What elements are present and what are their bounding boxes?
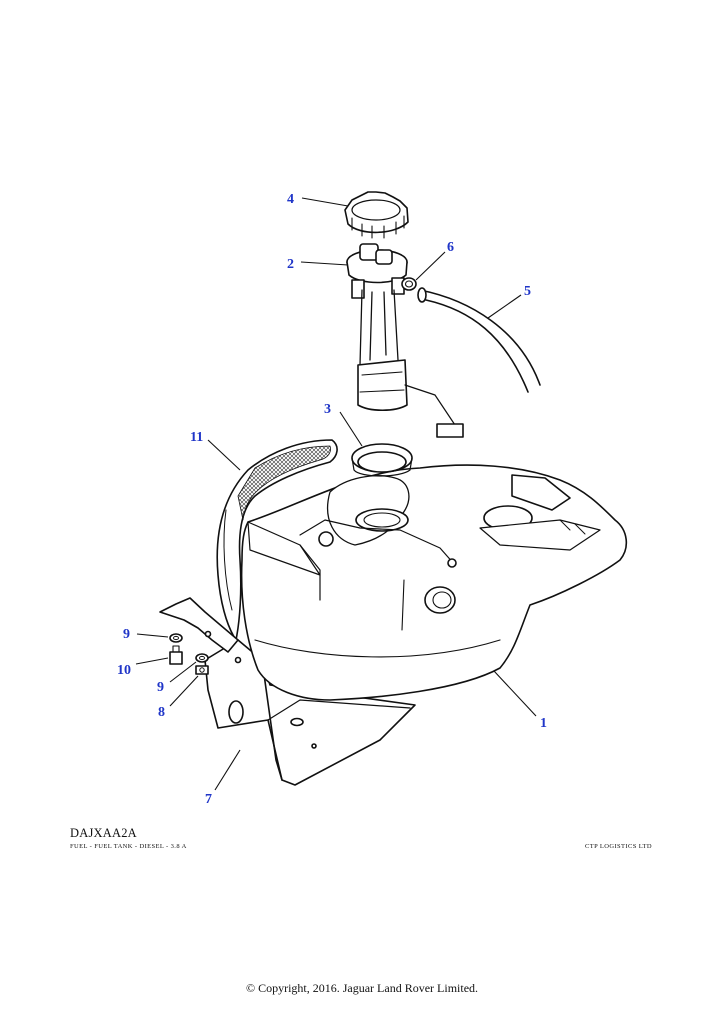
callout-2: 2 xyxy=(287,257,294,272)
hose-clip-part-6 xyxy=(401,277,417,291)
callout-5: 5 xyxy=(524,284,531,299)
callout-3: 3 xyxy=(324,402,331,417)
heat-shield-part-11 xyxy=(216,439,338,641)
callout-8: 8 xyxy=(158,705,165,720)
fuel-tank-part-1 xyxy=(240,464,628,701)
diagram-code: DAJXAA2A xyxy=(70,826,137,840)
callout-9-lower: 9 xyxy=(157,680,164,695)
callout-1: 1 xyxy=(540,716,547,731)
callout-7: 7 xyxy=(205,792,212,807)
support-bracket-part-7 xyxy=(159,597,416,786)
seal-part-3 xyxy=(351,443,413,477)
callout-6: 6 xyxy=(447,240,454,255)
fuel-hose-part-5 xyxy=(417,287,541,393)
fasteners-parts-8-9-10 xyxy=(169,633,209,675)
copyright-notice: © Copyright, 2016. Jaguar Land Rover Lim… xyxy=(245,981,479,995)
fuel-pump-module-part-2 xyxy=(346,243,464,438)
leader-lines xyxy=(135,197,537,791)
callout-10: 10 xyxy=(117,663,131,678)
lock-ring-part-4 xyxy=(344,191,409,239)
callout-9-upper: 9 xyxy=(123,627,130,642)
callouts: 1 2 3 4 5 6 7 8 9 9 10 11 xyxy=(117,192,547,807)
callout-11: 11 xyxy=(190,430,203,445)
callout-4: 4 xyxy=(287,192,294,207)
diagram-caption: FUEL - FUEL TANK - DIESEL - 3.8 A xyxy=(70,843,187,850)
vendor-label: CTP LOGISTICS LTD xyxy=(585,843,652,850)
